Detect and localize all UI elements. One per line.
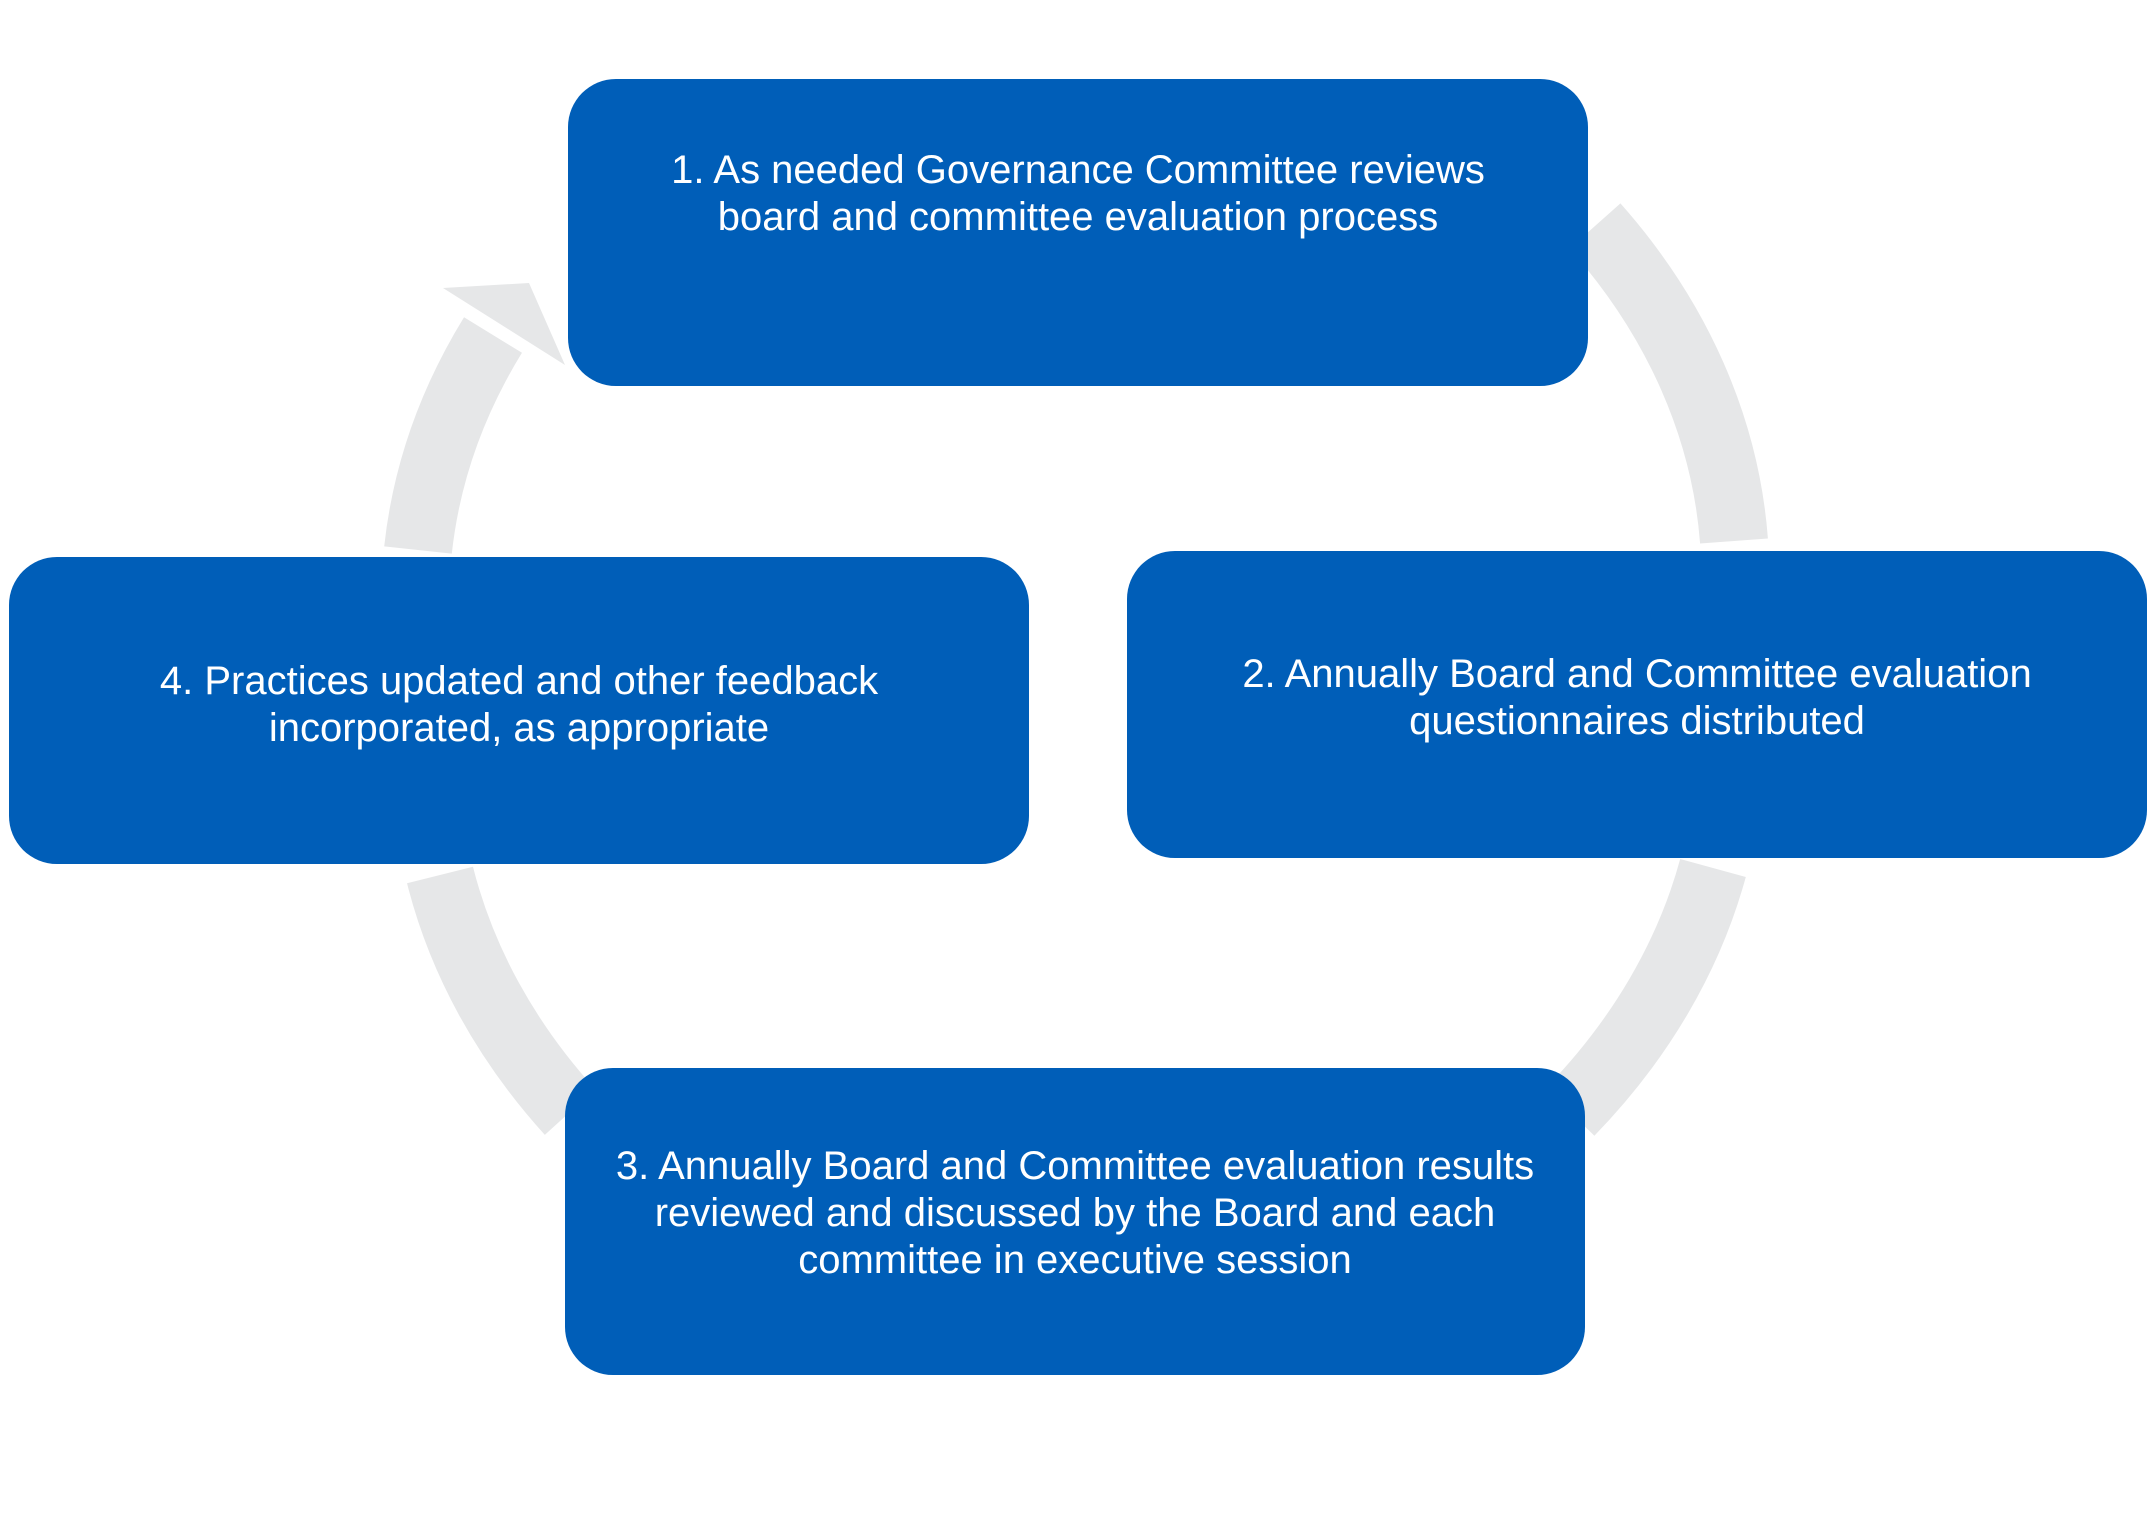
step-4-box: 4. Practices updated and other feedback … [9,557,1029,864]
step-2-box: 2. Annually Board and Committee evaluati… [1127,551,2147,858]
step-1-box: 1. As needed Governance Committee review… [568,79,1588,386]
step-3-label: 3. Annually Board and Committee evaluati… [615,1143,1535,1282]
arrowhead-icon [443,283,565,365]
ring-arc-top-left [384,317,523,555]
step-4-label: 4. Practices updated and other feedback … [159,659,879,750]
step-2-label: 2. Annually Board and Committee evaluati… [1242,652,2032,743]
step-3-box: 3. Annually Board and Committee evaluati… [565,1068,1585,1375]
ring-arc-bottom-right [1545,858,1746,1136]
step-1-label: 1. As needed Governance Committee review… [671,147,1485,239]
ring-arc-top-right [1569,203,1768,544]
ring-arc-bottom-left [407,866,596,1135]
